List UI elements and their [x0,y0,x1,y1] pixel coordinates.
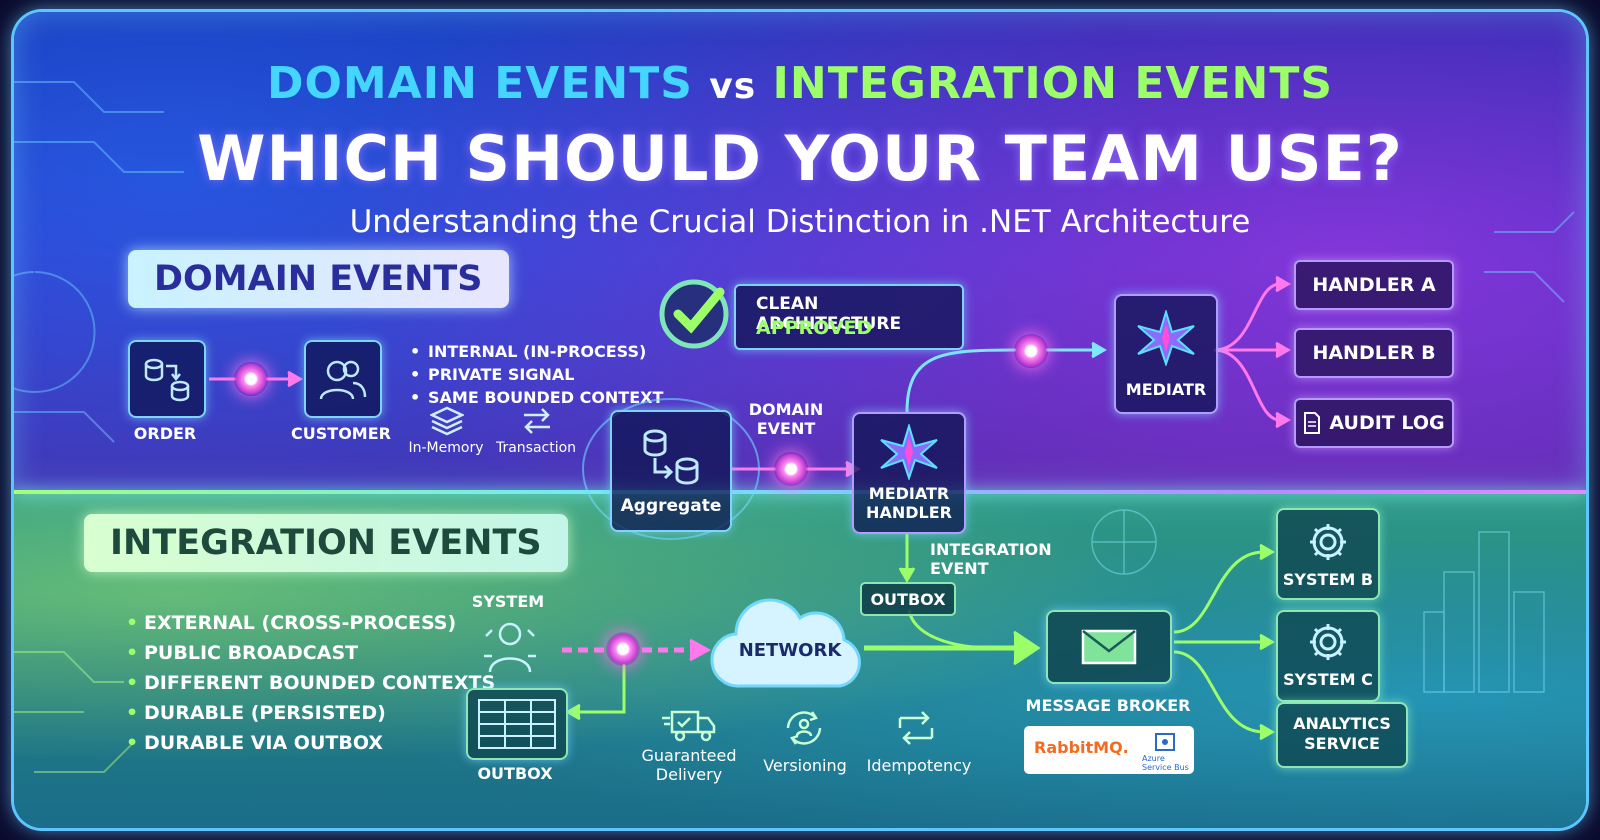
integration-bullets: EXTERNAL (CROSS-PROCESS) PUBLIC BROADCAS… [126,608,495,758]
integration-bullet: DURABLE (PERSISTED) [126,698,495,728]
in-memory-label: In-Memory [408,440,484,456]
domain-bullet: INTERNAL (IN-PROCESS) [410,340,663,363]
message-broker-box [1046,610,1172,684]
gear-icon [1310,524,1346,560]
layers-icon [430,406,464,436]
idempotency-icon [898,711,934,745]
aggregate-box: Aggregate [610,410,732,532]
integration-bullet: EXTERNAL (CROSS-PROCESS) [126,608,495,638]
system-label: SYSTEM [471,592,545,611]
guaranteed-delivery-label: Guaranteed Delivery [641,746,737,784]
title-integration-events: INTEGRATION EVENTS [772,58,1334,109]
outbox-label: OUTBOX [477,764,553,783]
title-domain-events: DOMAIN EVENTS [266,58,693,109]
decorative-circuits [14,81,1575,773]
aggregate-icon [643,429,699,485]
handler-a: HANDLER A [1294,260,1454,310]
mediatr-handler-label: MEDIATR HANDLER [866,484,952,522]
versioning-icon [786,711,822,745]
handler-b: HANDLER B [1294,328,1454,378]
customer-icon [304,340,382,418]
domain-event-label: DOMAIN EVENT [748,400,824,438]
mediatr-box: MEDIATR [1114,294,1218,414]
delivery-truck-icon [662,710,716,742]
approved-line1: CLEAN ARCHITECTURE [756,294,902,334]
domain-event-node-2 [774,452,808,486]
title-vs: vs [709,66,757,107]
subtitle: Understanding the Crucial Distinction in… [349,204,1251,240]
system-b-label: SYSTEM B [1282,570,1374,589]
broker-logos: RabbitMQ. Azure Service Bus [1024,726,1194,774]
transaction-label: Transaction [495,440,577,456]
envelope-icon [1081,629,1137,665]
audit-log: AUDIT LOG [1294,398,1454,448]
analytics-service-label: ANALYTICS SERVICE [1293,714,1391,753]
domain-events-header: DOMAIN EVENTS [128,250,509,308]
network-cloud-icon [710,598,861,688]
rabbitmq-logo: RabbitMQ. [1034,738,1129,757]
outbox-tag: OUTBOX [860,582,956,616]
message-broker-label: MESSAGE BROKER [1025,696,1191,715]
versioning-label: Versioning [763,756,847,775]
integration-bullet: DIFFERENT BOUNDED CONTEXTS [126,668,495,698]
integration-bullet: PUBLIC BROADCAST [126,638,495,668]
mediatr-handler-box: MEDIATR HANDLER [852,412,966,534]
azure-icon [1155,733,1175,751]
gear-icon [1310,624,1346,660]
system-c-box: SYSTEM C [1276,610,1380,702]
customer-label: CUSTOMER [291,424,391,443]
mediatr-star-icon [880,424,938,480]
mediatr-label: MEDIATR [1125,380,1207,399]
outbox-table-icon [466,688,568,760]
system-user-icon [484,622,536,673]
network-label: NETWORK [738,640,842,661]
title-line: DOMAIN EVENTS vs INTEGRATION EVENTS [14,58,1586,109]
swap-arrows-icon [524,408,550,434]
system-b-box: SYSTEM B [1276,508,1380,600]
section-divider [14,490,1586,494]
document-icon [1304,412,1321,434]
clean-architecture-approved-badge: CLEAN ARCHITECTURE APPROVED [734,284,964,350]
order-icon [128,340,206,418]
aggregate-label: Aggregate [620,496,722,516]
checkmark-icon [659,279,729,349]
integration-event-node [606,632,640,666]
headline: WHICH SHOULD YOUR TEAM USE? [197,122,1403,195]
mediatr-star-icon [1137,310,1195,366]
analytics-service-box: ANALYTICS SERVICE [1276,702,1408,768]
idempotency-label: Idempotency [866,756,972,775]
infographic-frame: DOMAIN EVENTS vs INTEGRATION EVENTS WHIC… [14,12,1586,828]
domain-event-node-3 [1014,334,1048,368]
integration-events-header: INTEGRATION EVENTS [84,514,568,572]
domain-bullet: SAME BOUNDED CONTEXT [410,386,663,409]
audit-log-label: AUDIT LOG [1329,412,1445,434]
domain-bullets: INTERNAL (IN-PROCESS) PRIVATE SIGNAL SAM… [410,340,663,409]
order-label: ORDER [133,424,197,443]
domain-event-node-1 [234,362,268,396]
system-c-label: SYSTEM C [1283,670,1373,689]
azure-service-bus-logo: Azure Service Bus [1142,754,1189,772]
approved-line2: APPROVED [756,317,873,339]
integration-event-label: INTEGRATION EVENT [930,540,1052,578]
aggregate-glow-ring [582,398,760,540]
integration-bullet: DURABLE VIA OUTBOX [126,728,495,758]
domain-bullet: PRIVATE SIGNAL [410,363,663,386]
